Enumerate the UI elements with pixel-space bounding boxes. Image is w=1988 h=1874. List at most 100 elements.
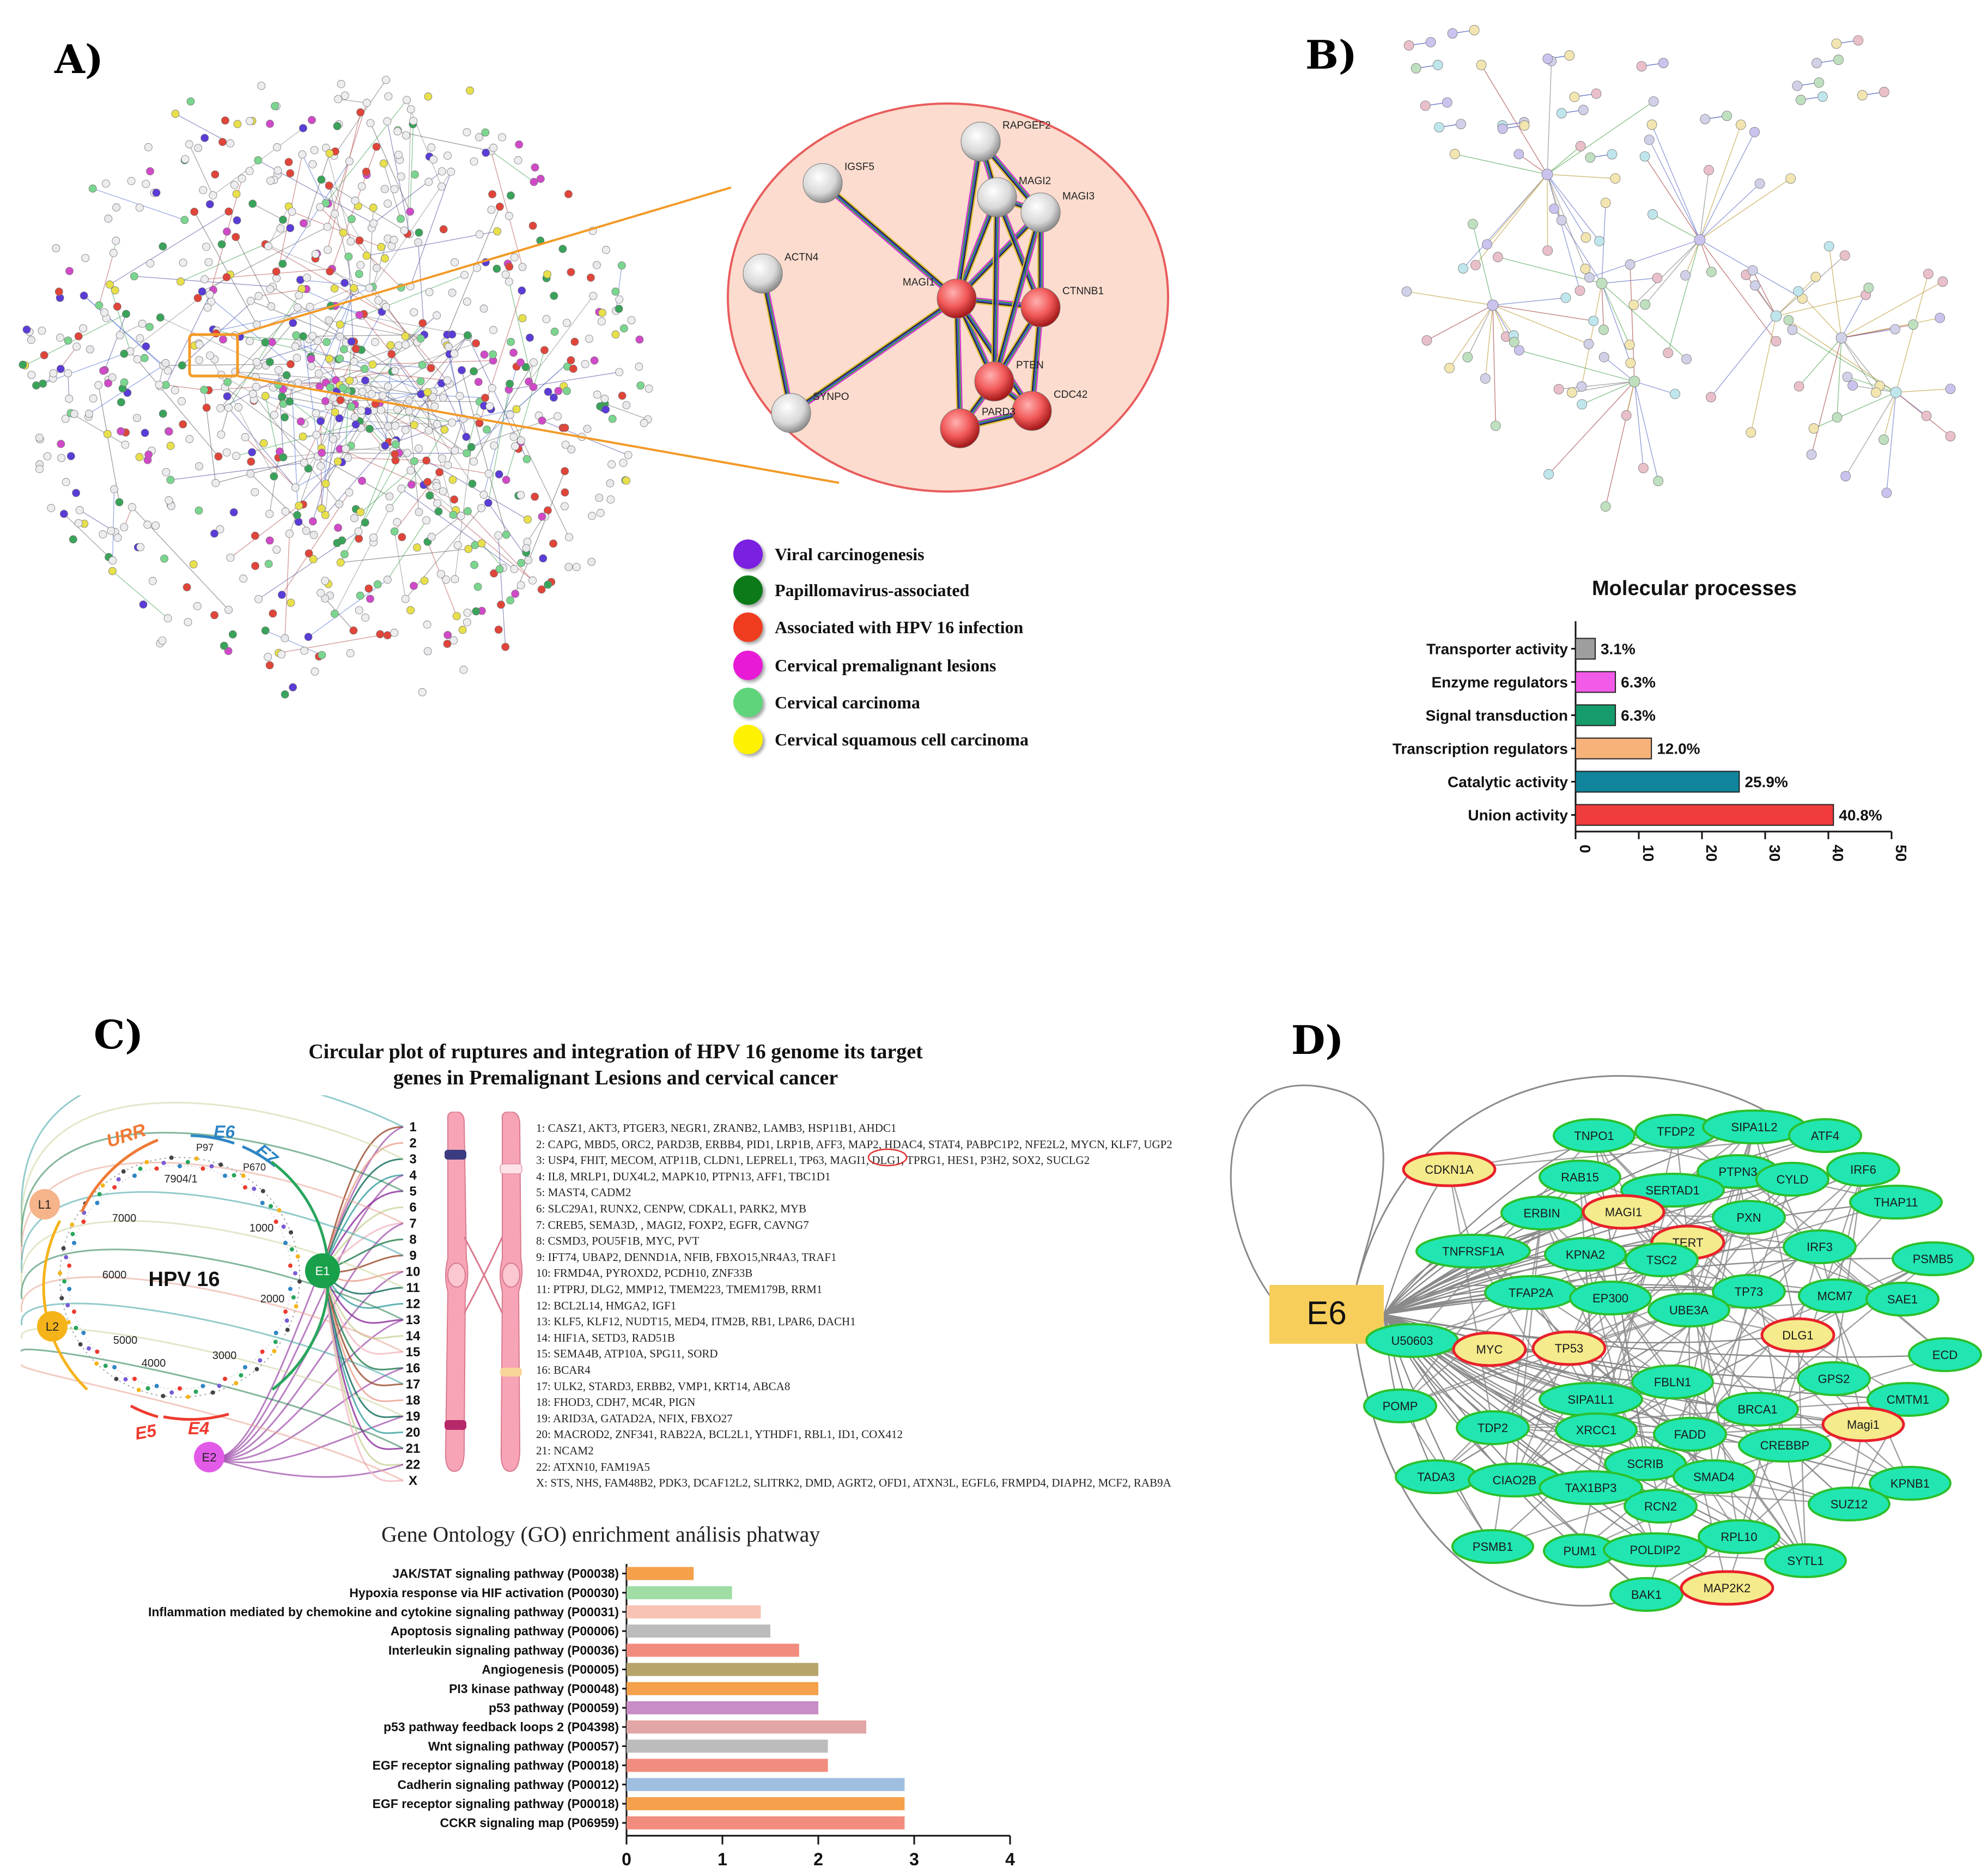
network-node [106, 280, 114, 289]
chromosome-label: 6 [409, 1200, 416, 1215]
network-node [239, 574, 248, 583]
network-node [222, 273, 231, 282]
chromosome-label: 1 [409, 1120, 416, 1135]
e6-partner-node: FADD [1653, 1417, 1727, 1452]
network-node [393, 518, 402, 526]
network-node [489, 326, 497, 335]
network-node [85, 409, 93, 418]
network-node [136, 543, 145, 551]
network-node [444, 343, 453, 351]
category-label: PI3 kinase pathway (P00048) [449, 1682, 619, 1696]
network-node [254, 595, 263, 603]
gene-list-row: 19: ARID3A, GATAD2A, NFIX, FBXO27 [536, 1411, 733, 1425]
e6-partner-node: KPNA2 [1544, 1237, 1627, 1272]
integration-arcs [21, 1095, 404, 1482]
network-node [276, 224, 285, 233]
network-node [61, 415, 70, 423]
network-node [272, 267, 281, 276]
network-node [522, 455, 531, 464]
network-node [617, 261, 626, 270]
network-node [1908, 319, 1919, 330]
network-node [415, 228, 423, 237]
network-node [338, 384, 347, 392]
legend-swatch [733, 612, 763, 642]
zoom-node: MAGI1 [903, 277, 977, 319]
network-node [127, 177, 136, 185]
network-node [146, 259, 155, 268]
network-node [358, 387, 367, 396]
zoom-node-label: ACTN4 [785, 252, 819, 263]
network-node [22, 325, 31, 334]
network-node [386, 341, 395, 349]
network-node [422, 456, 430, 465]
network-node [214, 452, 223, 461]
network-node [481, 128, 490, 137]
chromosome-label: 17 [406, 1377, 421, 1392]
network-node [369, 533, 378, 542]
title-line-2: genes in Premalignant Lesions and cervic… [393, 1066, 838, 1089]
network-node [1680, 270, 1691, 281]
network-node [374, 296, 382, 305]
network-node [245, 117, 254, 125]
network-node [165, 427, 173, 436]
network-node [466, 86, 474, 95]
network-node [598, 308, 606, 317]
network-node [211, 478, 220, 487]
network-node [347, 337, 356, 346]
network-node [289, 683, 297, 692]
network-node [468, 480, 477, 488]
network-node [418, 688, 427, 696]
network-node [1566, 387, 1577, 398]
network-node [285, 397, 294, 406]
network-node [1749, 126, 1760, 137]
network-node [384, 382, 392, 391]
network-node [113, 302, 121, 311]
network-node [210, 611, 219, 620]
network-node [179, 258, 187, 267]
network-node [120, 378, 129, 386]
network-node [286, 169, 294, 178]
network-node [306, 302, 314, 311]
network-node [140, 354, 149, 362]
network-node [448, 288, 457, 297]
network-node [334, 95, 342, 104]
network-node [463, 449, 471, 458]
network-node [144, 143, 153, 151]
network-node [1598, 324, 1609, 335]
network-node [488, 384, 496, 392]
e6-partner-node: SIPA1L1 [1539, 1382, 1643, 1417]
network-node [615, 368, 624, 377]
network-node [383, 631, 392, 640]
node-label: FBLN1 [1654, 1375, 1691, 1389]
zoom-node: IGSF5 [803, 161, 874, 203]
network-node [480, 350, 489, 359]
network-node [288, 208, 296, 216]
network-node [402, 341, 410, 349]
network-node [387, 350, 396, 359]
network-node [69, 535, 77, 544]
network-node [1462, 352, 1473, 362]
network-node [1490, 421, 1501, 431]
network-node [361, 376, 369, 385]
gene-list-row: 13: KLF5, KLF12, NUDT15, MED4, ITM2B, RB… [536, 1315, 856, 1329]
category-label: Transporter activity [1426, 641, 1568, 658]
network-node [1810, 271, 1821, 282]
network-node [1792, 81, 1803, 91]
network-node [526, 333, 534, 342]
e6-partner-node: KPNB1 [1869, 1466, 1951, 1501]
network-node [565, 533, 573, 542]
network-node [608, 415, 617, 423]
network-node [397, 172, 405, 181]
network-node [462, 433, 471, 441]
network-node [184, 618, 192, 626]
network-node [27, 336, 35, 344]
network-node [148, 577, 157, 585]
network-node [321, 199, 330, 208]
gene-list-row: 18: FHOD3, CDH7, MC4R, PIGN [536, 1396, 696, 1409]
network-node [406, 466, 415, 475]
network-node [1549, 203, 1560, 214]
network-node [62, 478, 70, 487]
network-node [330, 610, 339, 618]
